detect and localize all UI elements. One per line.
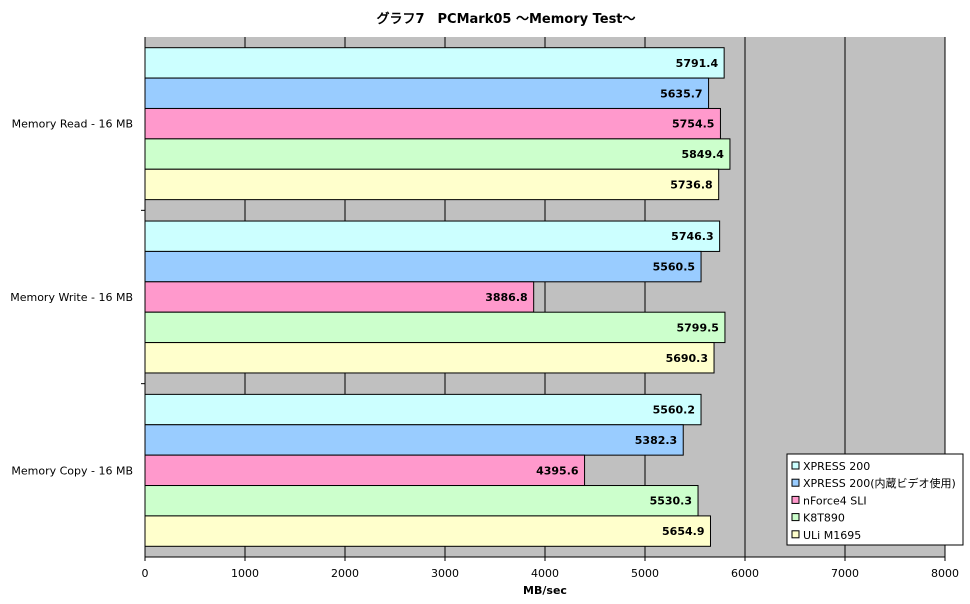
- legend-entry: K8T890: [803, 512, 845, 525]
- legend-entry: ULi M1695: [803, 529, 861, 542]
- data-label: 3886.8: [485, 291, 527, 304]
- data-label: 5635.7: [660, 87, 702, 100]
- data-label: 5530.3: [650, 495, 692, 508]
- x-tick-label: 6000: [731, 567, 759, 580]
- x-tick-label: 0: [142, 567, 149, 580]
- x-tick-label: 8000: [931, 567, 959, 580]
- legend-entry: nForce4 SLI: [803, 494, 867, 507]
- bar: [144, 393, 702, 426]
- bar: [144, 424, 684, 456]
- bar: [144, 47, 725, 79]
- legend-box: [786, 453, 964, 546]
- data-label: 5754.5: [672, 118, 714, 131]
- legend-swatch: [791, 530, 800, 539]
- bar: [144, 107, 721, 140]
- category-label: Memory Copy - 16 MB: [11, 464, 133, 477]
- legend-swatch: [791, 478, 800, 487]
- bar: [144, 168, 720, 201]
- bar: [144, 138, 731, 170]
- category-label: Memory Read - 16 MB: [12, 118, 133, 131]
- legend-entry: XPRESS 200(内蔵ビデオ使用): [803, 476, 956, 490]
- legend-entry: XPRESS 200: [803, 460, 870, 473]
- data-label: 5799.5: [676, 321, 718, 334]
- bar: [144, 77, 710, 109]
- data-label: 4395.6: [536, 464, 579, 477]
- x-tick-label: 3000: [431, 567, 459, 580]
- x-tick-label: 4000: [531, 567, 559, 580]
- x-tick-label: 1000: [231, 567, 259, 580]
- legend-swatch: [791, 495, 800, 504]
- bar: [144, 454, 586, 487]
- data-label: 5560.2: [653, 404, 695, 417]
- bar: [144, 485, 699, 517]
- x-tick-label: 7000: [831, 567, 859, 580]
- data-label: 5560.5: [653, 261, 695, 274]
- data-label: 5849.4: [681, 148, 724, 161]
- data-label: 5736.8: [670, 178, 712, 191]
- bar: [144, 250, 702, 283]
- data-label: 5382.3: [635, 434, 677, 447]
- bar: [144, 515, 711, 547]
- bar: [144, 281, 535, 313]
- bar: [144, 220, 721, 252]
- chart-title: グラフ7 PCMark05 ～Memory Test～: [376, 11, 635, 27]
- x-tick-label: 5000: [631, 567, 659, 580]
- legend-swatch: [791, 513, 800, 522]
- bar: [144, 342, 715, 374]
- legend-swatch: [791, 461, 800, 470]
- data-label: 5654.9: [662, 525, 704, 538]
- plot-area: 0 1000 2000 3000 4000 5000 6000 7000 8000 Memory …: [10, 37, 959, 580]
- bar: [144, 311, 726, 344]
- data-label: 5746.3: [671, 230, 713, 243]
- x-axis-title: MB/sec: [523, 584, 567, 597]
- category-label: Memory Write - 16 MB: [10, 291, 133, 304]
- data-label: 5791.4: [676, 57, 719, 70]
- x-tick-label: 2000: [331, 567, 359, 580]
- data-label: 5690.3: [666, 352, 708, 365]
